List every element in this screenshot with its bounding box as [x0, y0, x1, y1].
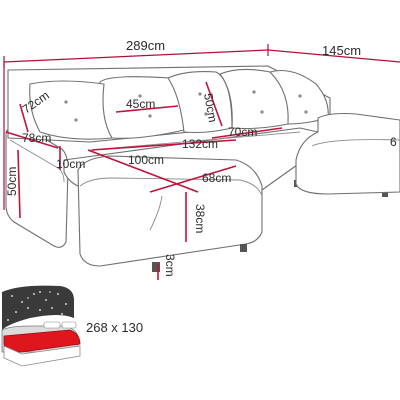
measurement-guides [5, 81, 283, 280]
label-arm-thickness: 10cm [56, 157, 85, 171]
label-arm-width: 78cm [22, 131, 51, 145]
dimension-labels: 289cm 145cm 72cm 45cm 50cm 78cm 132cm 70… [5, 38, 397, 277]
sleeping-area-illustration: 268 x 130 [1, 285, 143, 367]
label-chaise-depth: 145cm [322, 43, 361, 58]
label-seat-cushion-width: 70cm [228, 125, 257, 139]
label-seat-height: 50cm [5, 167, 19, 196]
label-seat-depth: 68cm [202, 171, 231, 185]
label-total-length: 289cm [126, 38, 165, 53]
label-back-cushion-height: 50cm [201, 92, 220, 123]
label-leg-height: 3cm [163, 254, 177, 277]
label-seat-length: 100cm [128, 153, 164, 167]
top-dimension-lines [3, 44, 400, 210]
label-back-cushion-width: 45cm [126, 97, 155, 111]
sofa-body [5, 65, 400, 272]
label-right-edge-partial: 6 [390, 135, 397, 149]
label-sleeping-area: 268 x 130 [86, 320, 143, 335]
label-seat-front-height: 38cm [193, 204, 207, 233]
label-seat-back-depth: 132cm [182, 137, 218, 151]
